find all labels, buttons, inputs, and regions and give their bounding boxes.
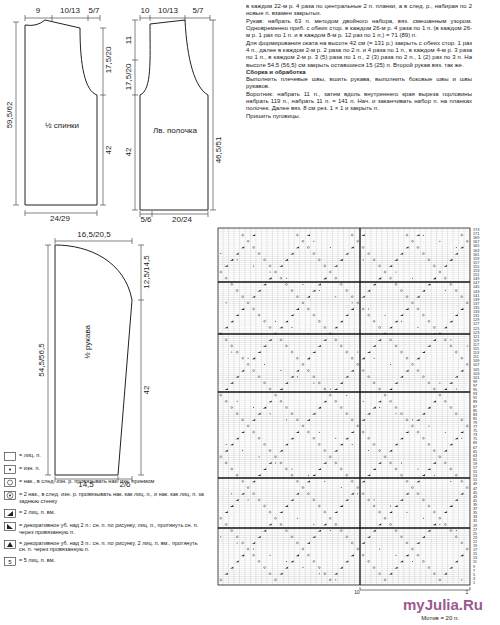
stitch-symbol xyxy=(4,509,16,518)
dimension-label: 16,5/20,5 xyxy=(77,231,110,239)
legend-text: = декоративное уб. над 2 п.: сн. п. по р… xyxy=(19,522,204,536)
piece-name: ½ спинки xyxy=(45,122,79,130)
legend-entry: = декоративное уб. над 3 п.: сн. п. по р… xyxy=(4,540,204,554)
legend-symbol xyxy=(4,491,16,500)
legend-text: = изн. п. xyxy=(19,465,40,472)
dimension-label: 10/13 xyxy=(158,7,178,15)
dimension-label: 20/24 xyxy=(172,216,192,224)
instruction-text: Выполнить плечевые швы, вшить рукава, вы… xyxy=(246,76,472,91)
stitch-symbol xyxy=(4,478,16,487)
legend-text: = 2 нак., в след. изн. р. провязывать на… xyxy=(19,491,204,505)
legend-text: = 2 лиц. п. вм. xyxy=(19,509,55,516)
dimension-label: 5/6 xyxy=(140,216,151,224)
motif-note: Мотив = 20 п. xyxy=(421,615,459,621)
piece-outline xyxy=(137,16,213,212)
stitch-symbol xyxy=(4,465,16,474)
legend-symbol: 5 xyxy=(4,557,16,566)
piece-outline xyxy=(52,242,138,478)
dimension-label: 10/13 xyxy=(60,7,80,15)
dimension-label: 9 xyxy=(36,7,40,15)
knitting-chart xyxy=(218,228,470,590)
instruction-text: Рукав: набрать 63 п. методом двойного на… xyxy=(246,18,472,40)
column-number: 1 xyxy=(466,590,469,595)
legend-entry: = 2 лиц. п. вм. xyxy=(4,509,204,518)
piece-name: Лв. полочка xyxy=(153,127,197,135)
legend-symbol xyxy=(4,522,16,531)
legend-symbol xyxy=(4,452,16,461)
stitch-symbol xyxy=(4,522,16,531)
garment-piece: ½ рукава xyxy=(52,242,138,478)
stitch-symbol xyxy=(4,540,16,549)
dimension-label: 17,5/20 xyxy=(105,47,113,74)
dimension-label: 42 xyxy=(105,146,113,155)
piece-outline xyxy=(22,16,102,210)
dimension-label: 11 xyxy=(125,36,133,44)
dimension-label: 24/29 xyxy=(50,215,70,223)
instruction-text: Воротник: набрать 11 п., затем вдоль вну… xyxy=(246,91,472,113)
garment-piece: ½ спинки xyxy=(22,16,102,210)
dimension-label: 10 xyxy=(141,7,150,15)
dimension-label: 5/7 xyxy=(192,7,203,15)
legend-entry: = лиц. п. xyxy=(4,452,204,461)
legend-entry: = 2 нак., в след. изн. р. провязывать на… xyxy=(4,491,204,505)
dimension-label: 54,5/56,5 xyxy=(38,343,46,376)
legend-text: = лиц. п. xyxy=(19,452,41,459)
piece-name: ½ рукава xyxy=(84,325,92,359)
stitch-symbol xyxy=(4,491,16,500)
dimension-label: 42 xyxy=(125,148,133,157)
row-number: 1 xyxy=(473,582,475,586)
section-heading: Сборка и обработка xyxy=(246,69,472,76)
dimension-label: 46,5/51 xyxy=(215,137,223,164)
instruction-text: в каждом 22-м р. 4 раза по центральные 2… xyxy=(246,3,472,18)
dimension-label: 59,5/62 xyxy=(6,102,14,129)
legend-entry: = декоративное уб. над 2 п.: сн. п. по р… xyxy=(4,522,204,536)
legend-symbol xyxy=(4,509,16,518)
dimension-label: 42 xyxy=(143,386,151,395)
legend-text: = нак., в след. изн. р. провязывать нак.… xyxy=(19,478,154,485)
instruction-text: Для формирования оката на высоте 42 см (… xyxy=(246,40,472,69)
legend-symbol xyxy=(4,465,16,474)
watermark: myJulia.Ru xyxy=(403,597,483,612)
column-number: 10 xyxy=(354,590,360,595)
dimension-label: 5/7 xyxy=(88,7,99,15)
dimension-label: 17,5/20 xyxy=(125,64,133,91)
legend-symbol xyxy=(4,540,16,549)
legend-entry: = нак., в след. изн. р. провязывать нак.… xyxy=(4,478,204,487)
legend-entry: = изн. п. xyxy=(4,465,204,474)
instruction-text: Пришить пуговицы. xyxy=(246,113,472,120)
garment-piece: Лв. полочка xyxy=(137,16,213,212)
symbol-number: 5 xyxy=(8,559,11,565)
dimension-label: 12,5/14,5 xyxy=(143,255,151,288)
legend-entry: 5 = 5 лиц. п. вм. xyxy=(4,557,204,566)
dimension-lines xyxy=(13,15,216,482)
legend-symbol xyxy=(4,478,16,487)
legend-text: = декоративное уб. над 3 п.: сн. п. по р… xyxy=(19,540,204,554)
stitch-symbol xyxy=(4,452,16,461)
legend-text: = 5 лиц. п. вм. xyxy=(19,557,55,564)
